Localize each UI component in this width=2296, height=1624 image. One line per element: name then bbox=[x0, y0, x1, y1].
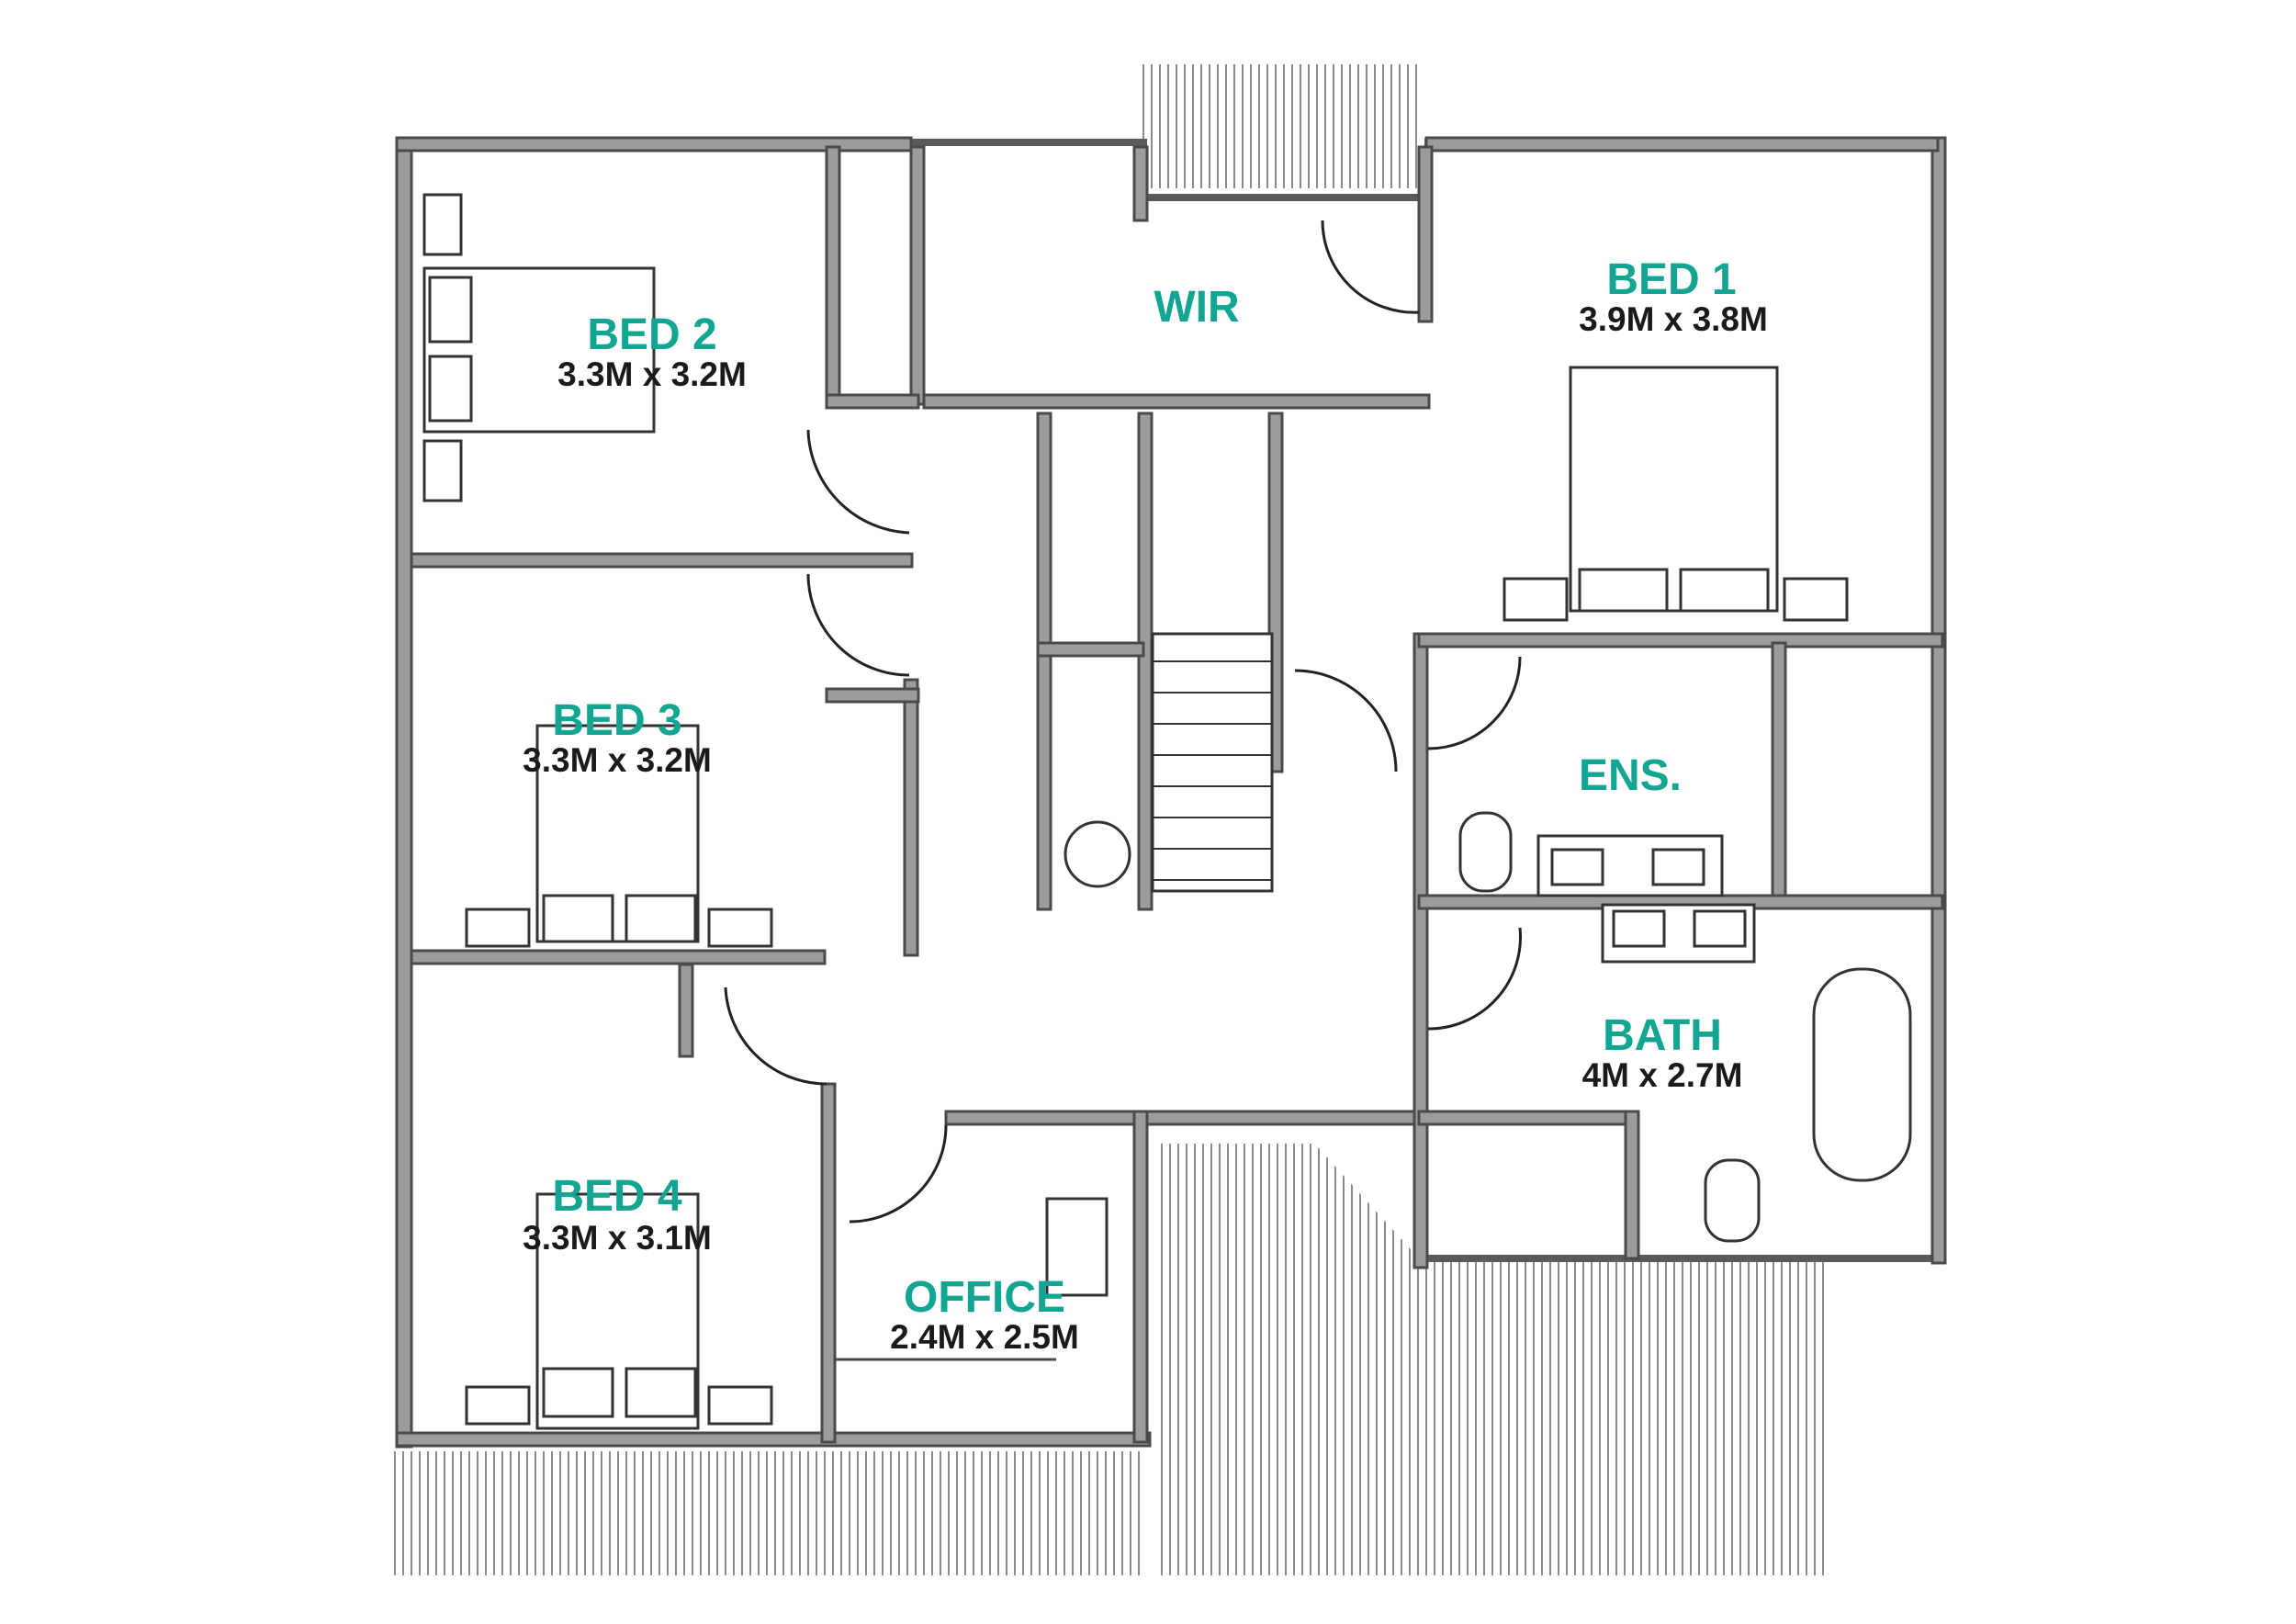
bed2-furniture bbox=[422, 193, 656, 502]
bed2-dims: 3.3M x 3.2M bbox=[557, 355, 747, 393]
bed1-furniture bbox=[1503, 366, 1849, 622]
bath-dims: 4M x 2.7M bbox=[1582, 1056, 1743, 1094]
office-desk bbox=[836, 1197, 1109, 1361]
wir-label: WIR bbox=[1154, 283, 1239, 332]
bath-fixtures bbox=[1064, 820, 1912, 1243]
bed3-dims: 3.3M x 3.2M bbox=[523, 741, 712, 779]
ens-label: ENS. bbox=[1579, 751, 1682, 800]
door-swings bbox=[724, 220, 1522, 1224]
ensuite-fixtures bbox=[1458, 811, 1724, 897]
interior-walls bbox=[410, 145, 1944, 1444]
office-label: OFFICE bbox=[904, 1273, 1065, 1322]
bed3-furniture bbox=[465, 724, 773, 948]
staircase bbox=[1151, 632, 1274, 893]
bed2-label: BED 2 bbox=[587, 310, 716, 359]
top-balcony bbox=[1142, 64, 1417, 188]
rear-deck bbox=[394, 1451, 1140, 1575]
bed4-label: BED 4 bbox=[552, 1172, 682, 1221]
bed1-label: BED 1 bbox=[1606, 255, 1736, 304]
bed3-label: BED 3 bbox=[552, 696, 681, 745]
office-dims: 2.4M x 2.5M bbox=[890, 1318, 1079, 1356]
bed1-dims: 3.9M x 3.8M bbox=[1579, 300, 1768, 338]
bed4-furniture bbox=[465, 1192, 773, 1430]
bed4-dims: 3.3M x 3.1M bbox=[523, 1219, 712, 1257]
bath-label: BATH bbox=[1603, 1011, 1722, 1060]
